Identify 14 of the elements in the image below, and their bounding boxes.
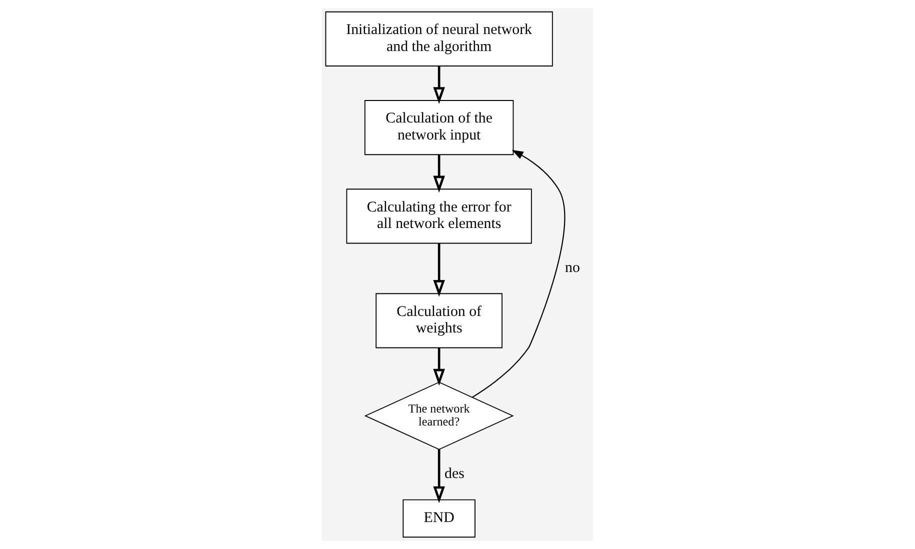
arrow — [433, 243, 445, 297]
node-diamond: The network learned? — [364, 382, 514, 450]
arrow — [433, 66, 445, 104]
edge-label: no — [565, 260, 580, 276]
node-box: Calculation of the network input — [364, 100, 514, 156]
node-box: Calculation of weights — [376, 293, 503, 348]
node-box: Calculating the error for all network elements — [346, 188, 532, 244]
arrow — [433, 449, 445, 504]
edge-label: des — [444, 466, 464, 482]
node-box: END — [402, 499, 476, 538]
arrow — [472, 150, 566, 398]
node-box: Initialization of neural network and the algorithm — [325, 11, 553, 66]
arrow — [433, 154, 445, 193]
arrow — [433, 348, 445, 386]
